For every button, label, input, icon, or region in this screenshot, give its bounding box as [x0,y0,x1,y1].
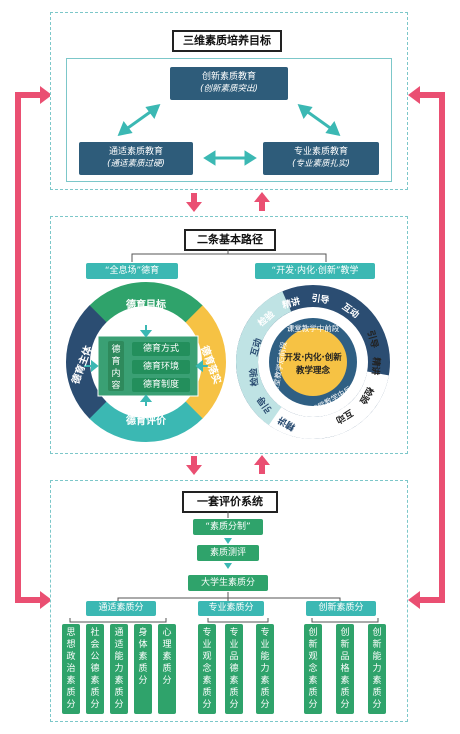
quality-assessment: 素质测评 [197,545,259,561]
center-line-1: 开发·内化·创新 [284,352,342,363]
score-item: 社会公德素质分 [86,624,104,714]
professional-score-group: 专业素质分 [198,601,264,616]
moral-environment-item: 德育环境 [132,360,190,374]
innovation-education-label: 创新素质教育 [201,72,256,82]
general-education-sub: (通适素质过硬) [107,159,165,169]
paths-title: 二条基本路径 [184,229,276,251]
score-item: 专业能力素质分 [256,624,274,714]
moral-content-label: 德育内容 [108,341,124,391]
center-line-2: 教学理念 [295,365,331,376]
general-score-group: 通适素质分 [86,601,156,616]
outer-left-2: 检验 [247,367,261,387]
left-path-header: “全息场”德育 [86,263,178,279]
innovation-score-group: 创新素质分 [306,601,376,616]
score-item: 创新品格素质分 [336,624,354,714]
outer-right-2: 精讲 [369,357,383,376]
moral-system-item: 德育制度 [132,378,190,392]
general-education-label: 通适素质教育 [108,147,163,157]
score-item: 身体素质分 [134,624,152,714]
middle-top-label: 课堂教学中前段 [287,323,340,333]
score-item: 通适能力素质分 [110,624,128,714]
professional-education-box: 专业素质教育 (专业素质扎实) [263,142,379,175]
outer-top-3: 引导 [311,292,331,306]
score-item: 专业观念素质分 [198,624,216,714]
evaluation-title: 一套评价系统 [182,491,278,513]
score-item: 创新能力素质分 [368,624,386,714]
right-path-header: “开发·内化·创新”教学 [255,263,375,279]
innovation-education-box: 创新素质教育 (创新素质突出) [170,67,288,100]
professional-education-label: 专业素质教育 [293,147,348,157]
triangle-arrows [117,103,341,166]
moral-method-item: 德育方式 [132,342,190,356]
outer-left-1: 互动 [249,337,264,357]
score-item: 专业品德素质分 [225,624,243,714]
moral-evaluation-label: 德育评价 [125,414,167,427]
goals-inner-box [66,58,392,182]
goals-title: 三维素质培养目标 [172,30,282,52]
score-item: 思想政治素质分 [62,624,80,714]
innovation-education-sub: (创新素质突出) [200,84,258,94]
quality-score-system: “素质分制” [193,519,263,535]
general-education-box: 通适素质教育 (通适素质过硬) [79,142,193,175]
moral-goal-label: 德育目标 [125,298,166,311]
student-quality-score: 大学生素质分 [188,575,268,591]
score-item: 创新观念素质分 [304,624,322,714]
score-item: 心理素质分 [158,624,176,714]
professional-education-sub: (专业素质扎实) [292,159,350,169]
